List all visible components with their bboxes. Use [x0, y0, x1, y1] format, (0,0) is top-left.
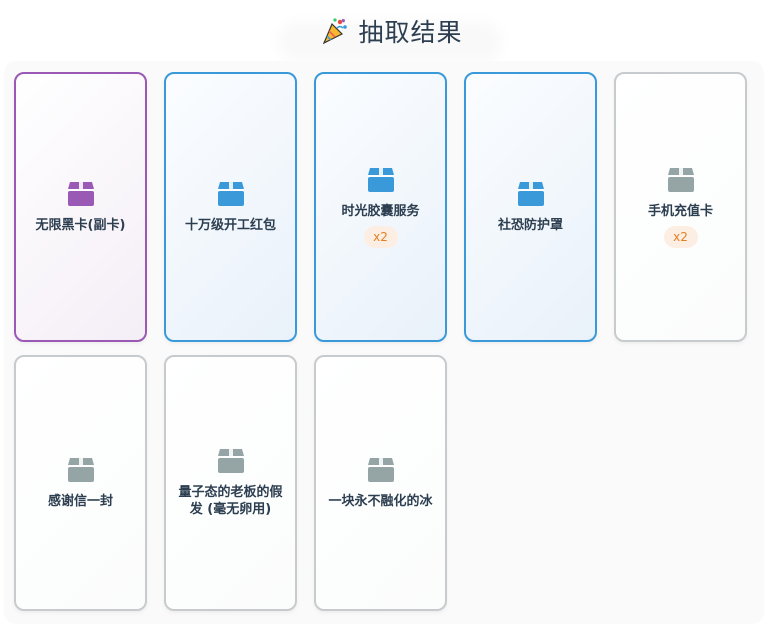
result-name: 量子态的老板的假发 (毫无卵用): [178, 485, 283, 517]
quantity-badge: x2: [663, 225, 698, 248]
result-card: 十万级开工红包: [164, 72, 297, 342]
result-name: 手机充值卡: [647, 203, 713, 219]
page-title: 抽取结果: [358, 18, 463, 47]
result-card: 感谢信一封: [14, 355, 147, 611]
box-icon: [367, 457, 394, 482]
box-icon: [667, 167, 694, 192]
box-icon: [217, 181, 244, 206]
result-card: 量子态的老板的假发 (毫无卵用): [164, 355, 297, 611]
box-icon: [217, 449, 244, 473]
box-icon: [67, 457, 94, 482]
result-name: 感谢信一封: [47, 493, 113, 509]
result-card: 一块永不融化的冰: [314, 355, 447, 611]
party-popper-icon: [320, 16, 350, 46]
result-card: 社恐防护罩: [464, 72, 597, 342]
quantity-badge: x2: [363, 225, 398, 248]
result-name: 十万级开工红包: [184, 217, 276, 233]
box-icon: [67, 181, 94, 206]
results-panel: 无限黑卡(副卡) 十万级开工红包 时光胶囊服务 x2 社恐防护罩 手机充值卡 x2 感谢信一封…: [4, 61, 764, 624]
box-icon: [517, 181, 544, 206]
result-name: 社恐防护罩: [497, 217, 563, 233]
header: 抽取结果: [0, 8, 783, 54]
result-name: 时光胶囊服务: [341, 203, 420, 219]
box-icon: [367, 167, 394, 192]
result-name: 无限黑卡(副卡): [35, 217, 126, 233]
result-card: 时光胶囊服务 x2: [314, 72, 447, 342]
result-name: 一块永不融化的冰: [328, 493, 433, 509]
result-card: 手机充值卡 x2: [614, 72, 747, 342]
result-card: 无限黑卡(副卡): [14, 72, 147, 342]
